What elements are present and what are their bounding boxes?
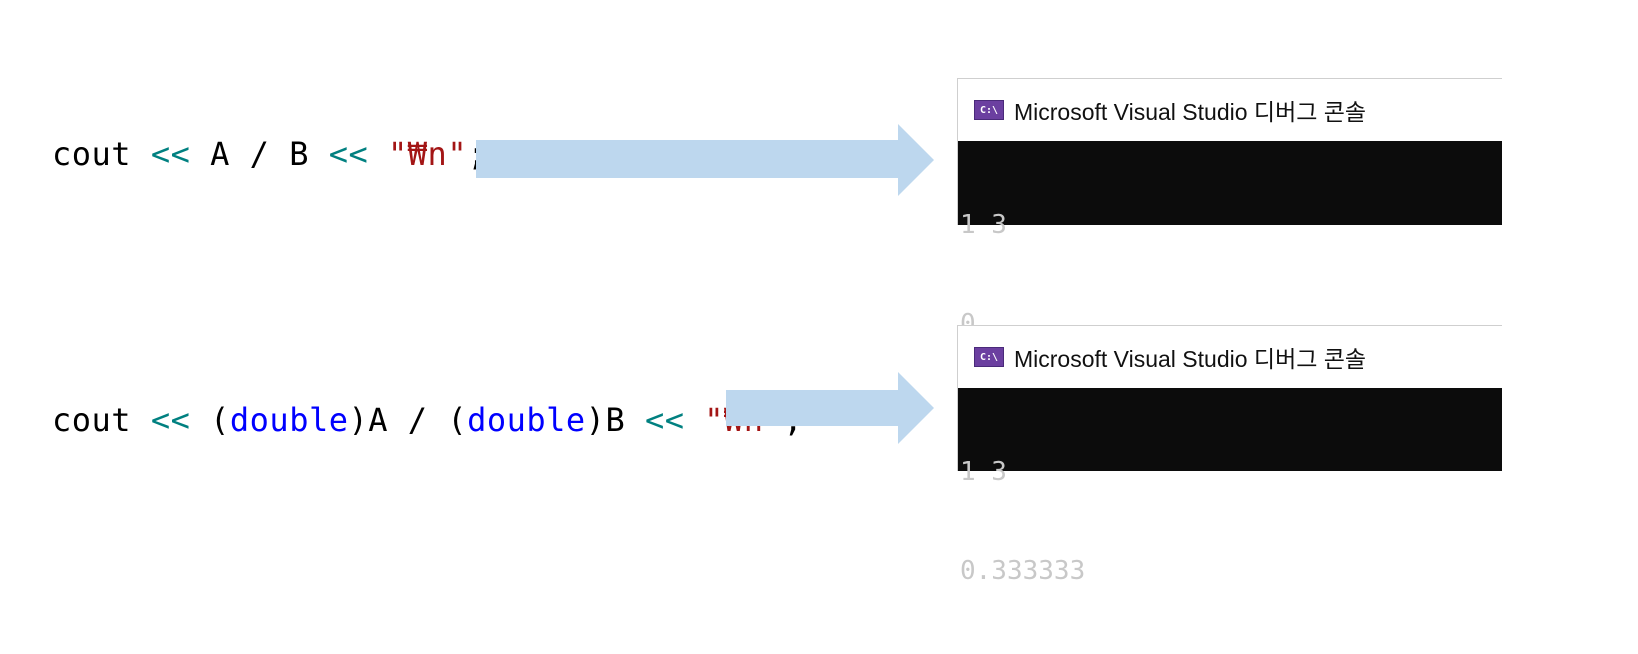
code-token	[685, 401, 705, 439]
code-token: )B	[585, 401, 645, 439]
debug-console-window: C:\ Microsoft Visual Studio 디버그 콘솔 1 3 0…	[957, 325, 1502, 586]
string-literal: "₩n"	[388, 135, 468, 173]
code-token	[368, 135, 388, 173]
console-line: 1 3	[960, 210, 1007, 240]
code-line-double-division: cout << (double)A / (double)B << "₩n";	[52, 400, 803, 440]
stream-operator: <<	[328, 135, 369, 173]
console-window-icon: C:\	[974, 100, 1004, 120]
code-token: (	[190, 401, 230, 439]
console-output: 1 3 0.333333	[958, 388, 1502, 654]
console-line: 1 3	[960, 457, 1007, 487]
stream-operator: <<	[150, 135, 191, 173]
right-arrow-icon	[726, 372, 934, 444]
stream-operator: <<	[150, 401, 191, 439]
code-line-integer-division: cout << A / B << "₩n";	[52, 134, 487, 174]
console-titlebar: C:\ Microsoft Visual Studio 디버그 콘솔	[958, 326, 1502, 388]
console-window-icon: C:\	[974, 347, 1004, 367]
console-titlebar: C:\ Microsoft Visual Studio 디버그 콘솔	[958, 79, 1502, 141]
stream-operator: <<	[644, 401, 685, 439]
right-arrow-icon	[476, 124, 934, 196]
keyword: double	[467, 401, 586, 439]
debug-console-window: C:\ Microsoft Visual Studio 디버그 콘솔 1 3 0	[957, 78, 1502, 339]
code-token: )A / (	[348, 401, 468, 439]
keyword: double	[229, 401, 349, 439]
console-title: Microsoft Visual Studio 디버그 콘솔	[1014, 346, 1367, 372]
code-token: A / B	[190, 135, 329, 173]
console-line: 0.333333	[960, 556, 1086, 586]
console-title: Microsoft Visual Studio 디버그 콘솔	[1014, 99, 1367, 125]
code-token: cout	[52, 401, 151, 439]
code-token: cout	[52, 135, 151, 173]
